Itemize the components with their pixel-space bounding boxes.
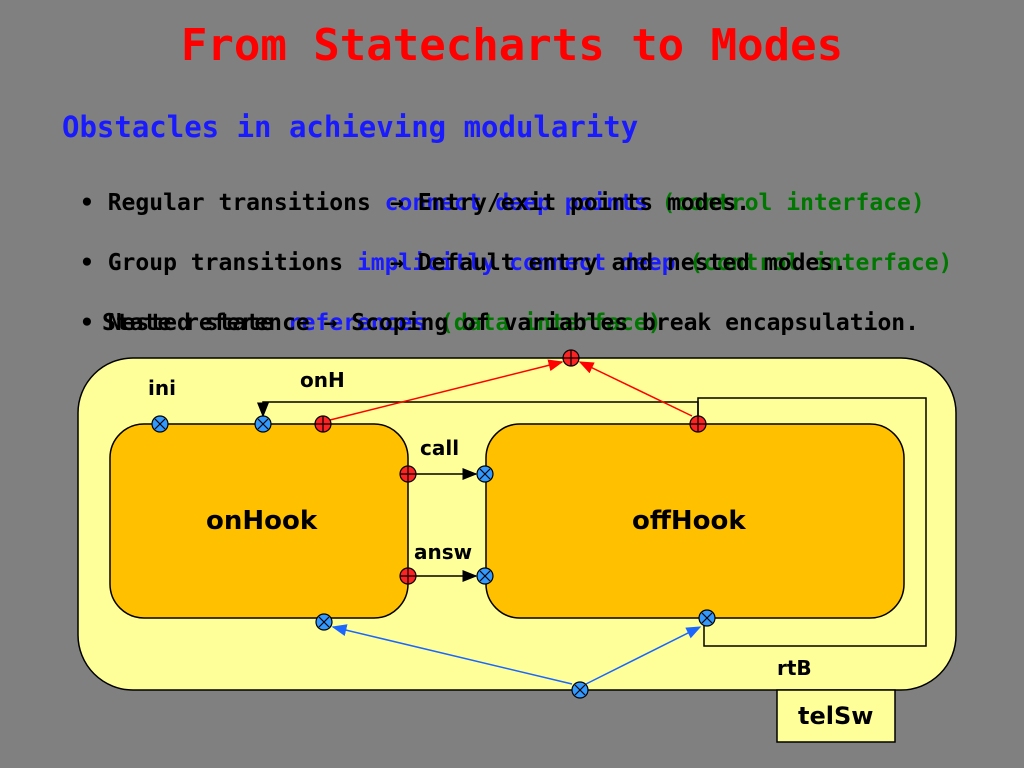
bullet-2-back: • Group transitions implicitly connect d… [80,250,953,276]
label-onh: onH [300,368,345,392]
label-offhook: offHook [632,506,746,536]
bullet-2-back-green: (control interface) [689,250,953,276]
entry-point-ini [151,415,169,433]
bullet-2-back-blue: implicitly connect deep [356,250,690,276]
arrow-offhook-exit [578,361,693,417]
entry-point-offhook-rtb [698,609,716,627]
arrow-entry-onhook [331,624,573,685]
exit-point-telsw-top [562,349,580,367]
bullet-1-back-green: (control interface) [661,190,925,216]
label-answ: answ [414,540,473,564]
telsw-label-box [776,689,896,743]
label-telsw: telSw [798,702,874,730]
bullet-1-back-blue: connect deep points [384,190,662,216]
entry-point-onhook-bottom [315,613,333,631]
exit-point-onhook-top [314,415,332,433]
line-offhook-rtb-loop [697,397,927,647]
exit-point-onhook-call [399,465,417,483]
entry-point-offhook-answ [476,567,494,585]
bullet-3-back: • Nested state references (data interfac… [80,310,662,336]
bullet-1-front-black: → Entry/exit points modes. [390,190,751,216]
arrow-onhook-exit [329,359,564,421]
bullet-1-back-black: Regular transitions [107,190,385,216]
entry-point-onhook-top [254,415,272,433]
bullet-2-front-black: → Default entry and nested modes. [390,250,847,276]
slide-title: From Statecharts to Modes [180,20,844,71]
bullet-3-back-black: Nested state [107,310,288,336]
entry-point-telsw-bottom [571,681,589,699]
exit-point-offhook-top [689,415,707,433]
bullet-3-front: State reference → Scoping of variables b… [102,310,919,336]
arrow-entry-offhook [585,626,702,685]
bullet-1-back: • Regular transitions connect deep point… [80,190,925,216]
bullet-3-front-black: State reference → Scoping of variables b… [102,310,919,336]
label-onhook: onHook [206,506,318,536]
bullet-2-front: → Default entry and nested modes. [390,250,847,276]
bullet-2-back-black: Group transitions [107,250,357,276]
label-rtb: rtB [777,656,812,680]
exit-point-onhook-answ [399,567,417,585]
label-ini: ini [148,376,176,400]
entry-point-offhook-call [476,465,494,483]
bullet-3-back-blue: references [287,310,441,336]
slide-subtitle: Obstacles in achieving modularity [62,110,639,144]
bullet-1-front: → Entry/exit points modes. [390,190,750,216]
label-call: call [420,436,460,460]
bullet-3-back-green: (data interface) [440,310,662,336]
